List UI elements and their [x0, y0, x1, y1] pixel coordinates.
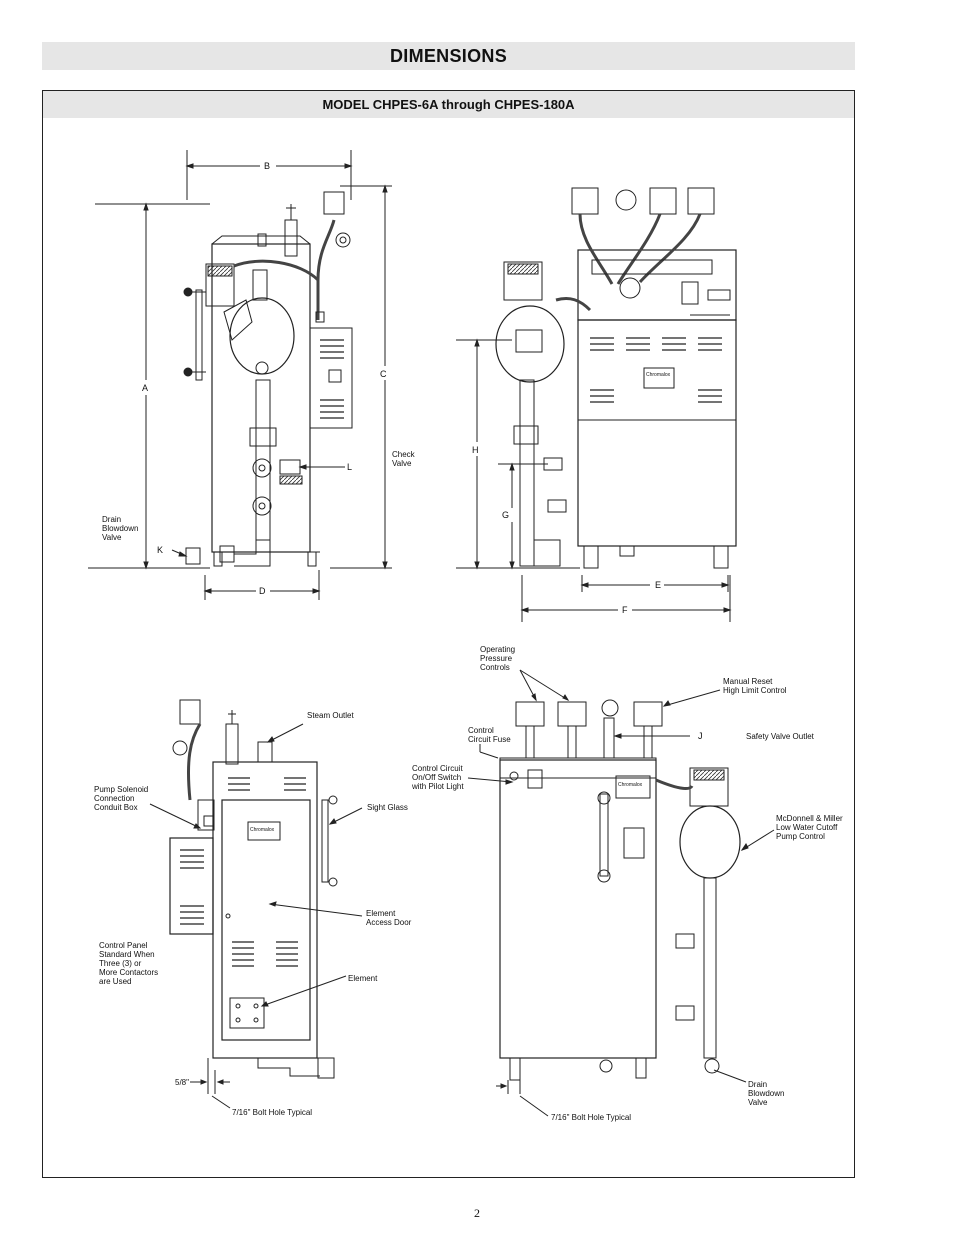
svg-text:Pump Solenoid: Pump Solenoid [94, 785, 148, 794]
dim-k-label: K [157, 545, 163, 555]
label-control-circuit-fuse: Control Circuit Fuse [468, 726, 511, 744]
svg-text:Sight Glass: Sight Glass [367, 803, 408, 812]
dim-l-label: L [347, 462, 352, 472]
view-front-left: B A C D [88, 150, 392, 600]
view-door-left: Chromalox [149, 699, 363, 1109]
dim-d-label: D [259, 586, 266, 596]
label-pump-solenoid: Pump Solenoid Connection Conduit Box [94, 785, 148, 812]
label-mcdonnell-miller: McDonnell & Miller Low Water Cutoff Pump… [776, 814, 843, 841]
label-operating-pressure: Operating Pressure Controls [480, 645, 515, 672]
svg-text:Three (3) or: Three (3) or [99, 959, 142, 968]
dim-h-label: H [472, 445, 479, 455]
svg-text:Steam Outlet: Steam Outlet [307, 711, 354, 720]
svg-text:McDonnell & Miller: McDonnell & Miller [776, 814, 843, 823]
view-side-right: H G E F [456, 187, 737, 622]
svg-text:Element: Element [366, 909, 396, 918]
svg-text:Drain: Drain [748, 1080, 767, 1089]
svg-text:On/Off Switch: On/Off Switch [412, 773, 461, 782]
svg-text:Pressure: Pressure [480, 654, 513, 663]
svg-text:Check: Check [392, 450, 416, 459]
brand-plate-right: Chromalox [646, 372, 671, 378]
svg-text:Control: Control [468, 726, 494, 735]
svg-text:Standard When: Standard When [99, 950, 155, 959]
label-element: Element [348, 974, 378, 983]
svg-text:Manual Reset: Manual Reset [723, 677, 773, 686]
svg-text:5/8": 5/8" [175, 1078, 189, 1087]
brand-plate-left: Chromalox [250, 827, 275, 833]
label-five-eighths: 5/8" [175, 1078, 189, 1087]
svg-text:Pump Control: Pump Control [776, 832, 825, 841]
svg-text:Control Circuit: Control Circuit [412, 764, 463, 773]
svg-text:Safety Valve Outlet: Safety Valve Outlet [746, 732, 815, 741]
dim-b-label: B [264, 161, 270, 171]
svg-text:Blowdown: Blowdown [102, 524, 138, 533]
svg-text:7/16" Bolt Hole Typical: 7/16" Bolt Hole Typical [232, 1108, 312, 1117]
label-control-panel: Control Panel Standard When Three (3) or… [99, 941, 158, 986]
svg-text:High Limit Control: High Limit Control [723, 686, 787, 695]
svg-text:Connection: Connection [94, 794, 134, 803]
svg-text:Controls: Controls [480, 663, 510, 672]
svg-text:are Used: are Used [99, 977, 131, 986]
label-element-access-door: Element Access Door [366, 909, 412, 927]
label-sight-glass: Sight Glass [367, 803, 408, 812]
label-bolt-hole-left: 7/16" Bolt Hole Typical [232, 1108, 312, 1117]
dim-e-label: E [655, 580, 661, 590]
dim-a-label: A [142, 383, 148, 393]
label-manual-reset: Manual Reset High Limit Control [723, 677, 787, 695]
svg-text:Valve: Valve [748, 1098, 768, 1107]
label-drain-blowdown-valve-bottom: Drain Blowdown Valve [748, 1080, 784, 1107]
svg-text:Operating: Operating [480, 645, 515, 654]
label-control-switch: Control Circuit On/Off Switch with Pilot… [411, 764, 464, 791]
dim-g-label: G [502, 510, 509, 520]
svg-text:7/16" Bolt Hole Typical: 7/16" Bolt Hole Typical [551, 1113, 631, 1122]
svg-text:Valve: Valve [102, 533, 122, 542]
title-bar: DIMENSIONS [42, 42, 855, 70]
svg-text:Access Door: Access Door [366, 918, 412, 927]
svg-text:with Pilot Light: with Pilot Light [411, 782, 464, 791]
dim-c-label: C [380, 369, 387, 379]
dimensions-panel: MODEL CHPES-6A through CHPES-180A [42, 90, 855, 1178]
label-check-valve: Check Valve [392, 450, 416, 468]
label-safety-valve-outlet: Safety Valve Outlet [746, 732, 815, 741]
svg-text:Conduit Box: Conduit Box [94, 803, 138, 812]
svg-text:Low Water Cutoff: Low Water Cutoff [776, 823, 838, 832]
panel-header: MODEL CHPES-6A through CHPES-180A [43, 91, 854, 118]
label-drain-blowdown-valve-top: Drain Blowdown Valve [102, 515, 138, 542]
label-steam-outlet: Steam Outlet [307, 711, 354, 720]
view-controls-right: Chromalox J [467, 669, 775, 1117]
svg-text:Drain: Drain [102, 515, 121, 524]
svg-text:Control Panel: Control Panel [99, 941, 148, 950]
label-bolt-hole-right: 7/16" Bolt Hole Typical [551, 1113, 631, 1122]
page-title: DIMENSIONS [389, 45, 507, 66]
page-number: 2 [474, 1206, 480, 1220]
panel-subtitle: MODEL CHPES-6A through CHPES-180A [322, 97, 575, 112]
svg-text:Blowdown: Blowdown [748, 1089, 784, 1098]
svg-text:Circuit Fuse: Circuit Fuse [468, 735, 511, 744]
svg-text:More Contactors: More Contactors [99, 968, 158, 977]
svg-text:Valve: Valve [392, 459, 412, 468]
brand-plate-rear: Chromalox [618, 782, 643, 788]
svg-text:Element: Element [348, 974, 378, 983]
dim-j-label: J [698, 731, 703, 741]
dim-f-label: F [622, 605, 628, 615]
